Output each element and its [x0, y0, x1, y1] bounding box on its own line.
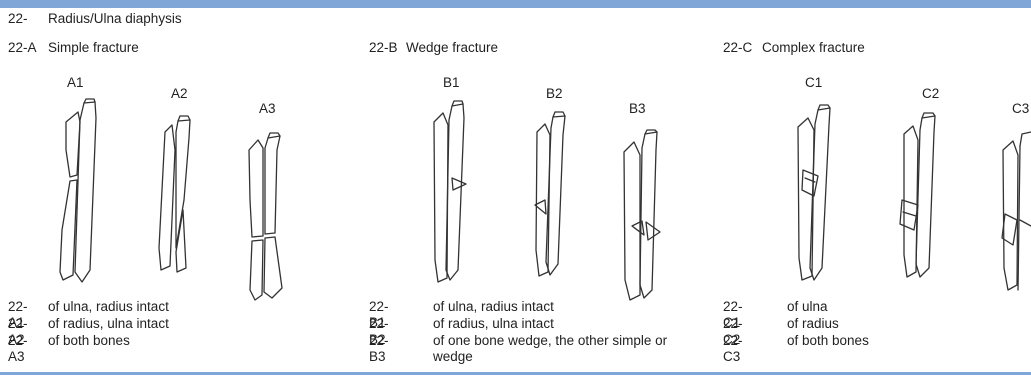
- item-desc: of both bones: [787, 333, 869, 349]
- item-code: 22-C3: [723, 333, 743, 365]
- bone-figure-c3: [1002, 132, 1031, 290]
- item-desc: of radius: [787, 316, 839, 332]
- bone-figure-c2: [900, 113, 935, 277]
- bone-figure-b3: [624, 130, 660, 300]
- item-desc: of radius, ulna intact: [48, 316, 169, 332]
- bone-figure-c1: [798, 105, 830, 280]
- item-desc: of ulna, radius intact: [48, 299, 169, 315]
- item-desc: of ulna, radius intact: [433, 299, 554, 315]
- item-desc: of both bones: [48, 333, 130, 349]
- item-code: 22-A3: [8, 333, 28, 365]
- bone-figure-a3: [249, 133, 282, 300]
- item-desc: of one bone wedge, the other simple or w…: [433, 333, 683, 365]
- bone-figure-b1: [434, 101, 466, 282]
- bottom-rule: [0, 372, 1031, 375]
- bone-figure-a1: [60, 99, 96, 282]
- item-desc: of radius, ulna intact: [433, 316, 554, 332]
- bone-figure-a2: [159, 116, 190, 272]
- bone-figure-b2: [535, 112, 565, 276]
- item-code: 22-B3: [369, 333, 389, 365]
- item-desc: of ulna: [787, 299, 828, 315]
